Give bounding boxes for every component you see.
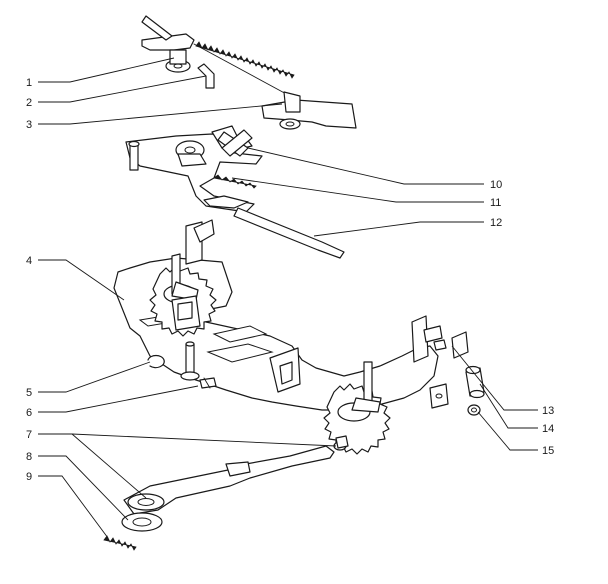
callout-5: 5: [26, 387, 32, 399]
leader-6: [38, 385, 199, 413]
leader-4: [38, 259, 125, 301]
callout-2: 2: [26, 97, 32, 109]
leader-7a: [38, 433, 337, 447]
leader-1: [38, 57, 175, 83]
leader-13: [451, 345, 538, 411]
callout-3: 3: [26, 119, 32, 131]
roller-and-nut: [465, 365, 485, 416]
leader-10: [247, 147, 484, 185]
callout-4: 4: [26, 255, 32, 267]
leader-12: [313, 221, 484, 237]
callout-15: 15: [542, 445, 554, 457]
leader-9: [38, 475, 109, 539]
leader-lines: [38, 57, 538, 539]
callout-8: 8: [26, 451, 32, 463]
leader-2: [38, 75, 207, 103]
callout-13: 13: [542, 405, 554, 417]
middle-slide-plate: [125, 125, 345, 259]
leader-11: [231, 177, 484, 203]
callout-6: 6: [26, 407, 32, 419]
main-base-plate: [113, 219, 469, 455]
leader-14: [479, 383, 538, 429]
callout-10: 10: [490, 179, 502, 191]
callout-12: 12: [490, 217, 502, 229]
callout-11: 11: [490, 197, 501, 209]
top-lever-assembly: [141, 15, 357, 130]
leader-5: [38, 361, 151, 393]
callout-numbers: 1 2 3 4 5 6 7 8 9 10 11 12 13 14 15: [26, 77, 554, 483]
small-clip: [147, 354, 165, 369]
callout-9: 9: [26, 471, 32, 483]
leader-15: [477, 411, 538, 451]
leader-3: [38, 103, 283, 125]
leader-8: [38, 455, 129, 521]
callout-1: 1: [26, 77, 32, 89]
callout-14: 14: [542, 423, 554, 435]
leader-7b: [71, 433, 147, 499]
callout-7: 7: [26, 429, 32, 441]
lower-link-arm: [103, 435, 349, 551]
